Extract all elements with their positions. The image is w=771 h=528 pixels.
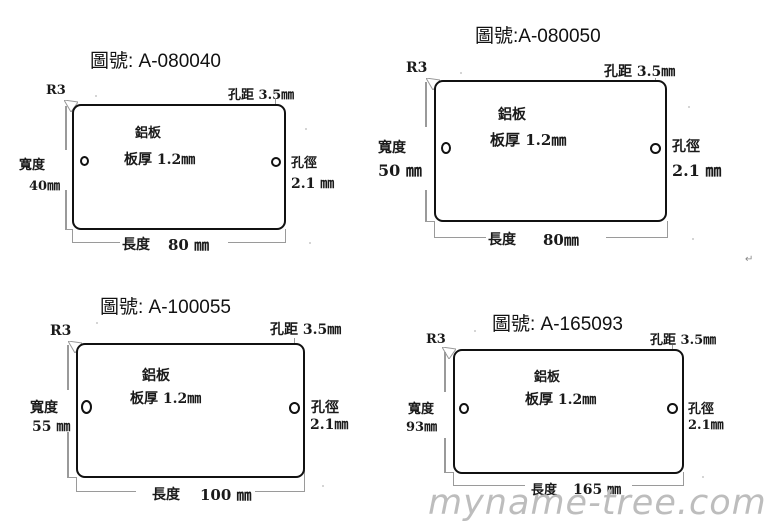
drawing-number-title: 圖號: A-100055 xyxy=(100,297,231,318)
aluminum-plate-outline xyxy=(453,349,684,474)
width-dimension-line-top xyxy=(444,352,446,392)
aluminum-plate-outline xyxy=(434,80,667,222)
length-dimension-line-left xyxy=(76,491,136,492)
length-dimension-line-right xyxy=(255,491,305,492)
length-dimension-tick-right xyxy=(304,470,305,492)
thickness-label: 板厚 1.2㎜ xyxy=(130,391,202,407)
width-value: 55 ㎜ xyxy=(32,419,71,435)
width-label: 寬度 xyxy=(378,140,406,156)
length-dimension-tick-right xyxy=(667,221,668,238)
hole-diameter-label: 孔徑 xyxy=(311,400,339,416)
hole-diameter-label: 孔徑 xyxy=(291,156,318,171)
drawing-number-title: 圖號:A-080050 xyxy=(475,26,601,47)
width-dimension-line-top xyxy=(67,345,69,390)
mounting-hole-right xyxy=(289,402,300,414)
width-dimension-line-bottom xyxy=(67,432,69,478)
aluminum-plate-outline xyxy=(76,343,305,478)
length-label: 長度 xyxy=(531,483,558,498)
corner-radius-label: R3 xyxy=(426,332,446,347)
hole-distance-label: 孔距 3.5㎜ xyxy=(228,88,295,103)
length-dimension-tick-left xyxy=(453,472,454,486)
mounting-hole-left xyxy=(81,400,92,414)
width-dimension-line-top xyxy=(65,106,67,150)
width-label: 寬度 xyxy=(19,158,46,173)
mounting-hole-left xyxy=(80,156,89,166)
hole-diameter-label: 孔徑 xyxy=(688,402,715,417)
hole-diameter-value: 2.1㎜ xyxy=(688,418,724,433)
width-dimension-tick xyxy=(65,229,73,230)
length-dimension-line-left xyxy=(72,242,120,243)
hole-diameter-value: 2.1 ㎜ xyxy=(672,161,722,180)
width-dimension-tick xyxy=(67,477,77,478)
hole-diameter-value: 2.1㎜ xyxy=(310,417,349,433)
drawing-number-title: 圖號: A-080040 xyxy=(90,51,221,72)
length-value: 80㎜ xyxy=(543,231,579,249)
length-dimension-tick-left xyxy=(434,221,435,238)
corner-radius-label: R3 xyxy=(406,60,428,76)
width-label: 寬度 xyxy=(408,402,435,417)
length-dimension-line-right xyxy=(606,237,668,238)
length-dimension-line-right xyxy=(228,242,286,243)
width-value: 93㎜ xyxy=(406,420,438,435)
length-dimension-tick-left xyxy=(76,478,77,492)
aluminum-plate-outline xyxy=(72,104,286,230)
hole-distance-label: 孔距 3.5㎜ xyxy=(270,322,342,338)
length-value: 80 ㎜ xyxy=(168,236,210,254)
mounting-hole-left xyxy=(459,403,469,414)
mounting-hole-right xyxy=(650,143,661,154)
width-label: 寬度 xyxy=(30,400,58,416)
thickness-label: 板厚 1.2㎜ xyxy=(124,152,196,168)
length-dimension-line-left xyxy=(453,485,525,486)
material-label: 鋁板 xyxy=(142,368,170,384)
length-label: 長度 xyxy=(152,487,180,503)
width-dimension-line-top xyxy=(425,82,427,127)
material-label: 鋁板 xyxy=(534,370,561,385)
width-dimension-line-bottom xyxy=(65,190,67,230)
length-dimension-line-left xyxy=(434,237,486,238)
corner-radius-label: R3 xyxy=(50,323,72,339)
mounting-hole-right xyxy=(667,403,678,414)
length-dimension-tick-left xyxy=(72,229,73,243)
width-dimension-line-bottom xyxy=(425,190,427,222)
hole-distance-label: 孔距 3.5㎜ xyxy=(604,64,676,80)
hole-distance-label: 孔距 3.5㎜ xyxy=(650,333,717,348)
site-watermark: myname-tree.com xyxy=(428,483,767,523)
thickness-label: 板厚 1.2㎜ xyxy=(490,131,567,149)
length-label: 長度 xyxy=(488,232,516,248)
width-dimension-tick xyxy=(425,221,435,222)
length-value: 165 ㎜ xyxy=(573,482,622,498)
mounting-hole-right xyxy=(271,157,281,167)
drawing-number-title: 圖號: A-165093 xyxy=(492,314,623,335)
corner-radius-label: R3 xyxy=(46,83,66,98)
width-value: 50 ㎜ xyxy=(378,161,422,180)
length-value: 100 ㎜ xyxy=(200,486,252,504)
material-label: 鋁板 xyxy=(135,126,162,141)
thickness-label: 板厚 1.2㎜ xyxy=(525,392,597,408)
width-value: 40㎜ xyxy=(29,179,61,194)
return-mark-icon: ↵ xyxy=(745,254,754,265)
hole-diameter-value: 2.1 ㎜ xyxy=(291,176,335,192)
width-dimension-line-bottom xyxy=(444,438,446,473)
length-dimension-tick-right xyxy=(683,472,684,486)
mounting-hole-left xyxy=(441,142,451,154)
length-label: 長度 xyxy=(122,237,150,253)
width-dimension-tick xyxy=(444,472,454,473)
length-dimension-tick-right xyxy=(285,229,286,243)
material-label: 鋁板 xyxy=(498,107,526,123)
length-dimension-line-right xyxy=(632,485,684,486)
hole-diameter-label: 孔徑 xyxy=(672,139,700,155)
